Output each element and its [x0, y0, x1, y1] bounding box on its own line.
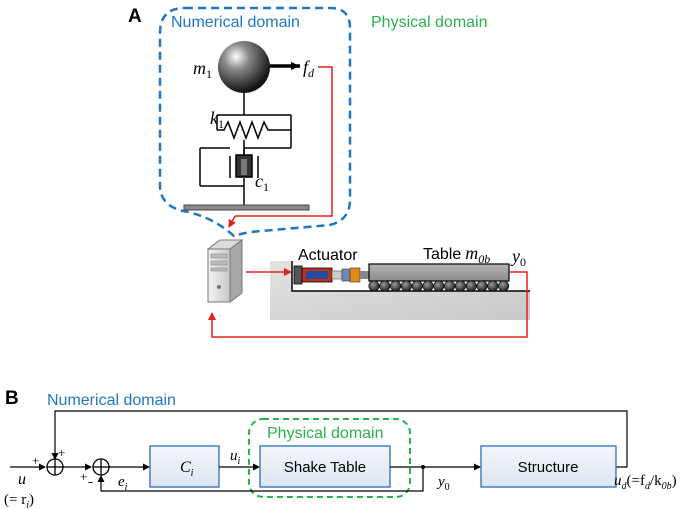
mass-label: m1 [193, 58, 212, 81]
spring-damper [199, 93, 292, 205]
table-wheel [487, 280, 499, 292]
computer-icon [206, 239, 244, 303]
table-wheel [400, 280, 412, 292]
lab-floor [270, 261, 530, 320]
table-wheel [454, 280, 466, 292]
numerical-domain-title-b: Numerical domain [47, 392, 176, 409]
panel-a-label: A [128, 6, 142, 27]
table-wheel [422, 280, 434, 292]
table-wheel [476, 280, 488, 292]
table-wheels [368, 280, 510, 292]
input-eq-label: (= ri) [4, 492, 34, 510]
summing-junction-1 [46, 458, 64, 476]
sign-plus-3: + [80, 469, 87, 484]
table-wheel [411, 280, 423, 292]
signal-feedback-y0 [208, 271, 528, 338]
table-wheel [368, 280, 380, 292]
panel-a: A Numerical domain Physical domain m1 fd [128, 6, 530, 338]
physical-domain-title-b: Physical domain [267, 425, 384, 442]
table-wheel [444, 280, 456, 292]
table-wheel [465, 280, 477, 292]
table-wheel [433, 280, 445, 292]
summing-junction-2 [92, 458, 110, 476]
spring-label: k1 [210, 108, 224, 131]
signal-arrow-fd [228, 215, 236, 228]
sign-plus-1: + [32, 453, 39, 468]
error-label: ei [118, 474, 128, 493]
signal-line-fd [235, 66, 333, 217]
physical-domain-box [248, 418, 411, 498]
damper-piston [241, 159, 247, 175]
inner-feedback-loop [97, 467, 424, 492]
numerical-domain-title: Numerical domain [171, 14, 300, 31]
panel-b-label: B [5, 388, 19, 409]
structure-label: Structure [518, 459, 579, 476]
table-wheel [498, 280, 510, 292]
damper-label: c1 [255, 171, 269, 194]
input-u-label: u [18, 471, 26, 488]
shake-table-block [259, 445, 391, 488]
force-label: fd [303, 57, 315, 80]
shake-table-label: Shake Table [284, 459, 366, 476]
physical-domain-title: Physical domain [371, 14, 488, 31]
y0-label: y0 [436, 474, 450, 493]
ground-plate [183, 204, 310, 211]
structure-block [480, 445, 617, 488]
table-wheel [390, 280, 402, 292]
ud-label: ud(=fd/k0b) [614, 473, 677, 492]
actuator [293, 265, 369, 285]
ui-label: ui [230, 448, 241, 467]
controller-label: Ci [180, 459, 194, 479]
table-output-label: y0 [510, 246, 526, 269]
shake-table-platform [368, 263, 510, 282]
sign-plus-2: + [58, 445, 65, 460]
outer-feedback-loop [51, 410, 628, 468]
actuator-label: Actuator [298, 247, 358, 264]
mass-ball [218, 41, 270, 93]
sign-minus: - [88, 474, 93, 490]
numerical-domain-region [158, 6, 352, 238]
panel-b: B Numerical domain Physical domain + + +… [4, 388, 677, 510]
table-wheel [379, 280, 391, 292]
